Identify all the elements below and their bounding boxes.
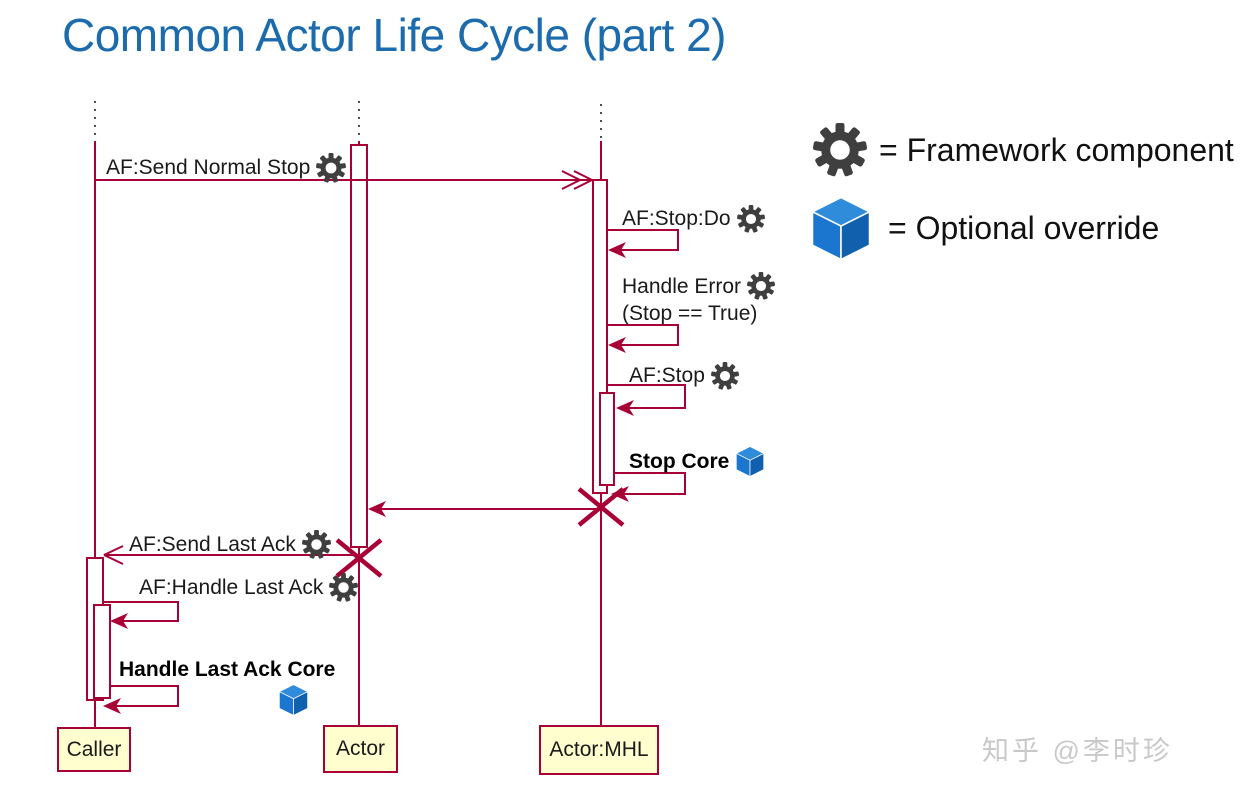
message-handle-last-ack-core-label: Handle Last Ack Core: [119, 658, 336, 681]
arrow-handle-error: [607, 324, 679, 346]
gear-icon: [329, 573, 358, 602]
message-stop-core-label: Stop Core: [629, 449, 730, 473]
participant-actor: Actor: [323, 725, 398, 773]
page-title: Common Actor Life Cycle (part 2): [62, 9, 727, 61]
legend-framework-component: = Framework component: [813, 123, 1234, 177]
activation-caller-nested: [93, 604, 111, 699]
arrow-stop-core: [614, 472, 686, 495]
gear-icon: [737, 205, 765, 233]
message-stop-do-label: AF:Stop:Do: [622, 207, 731, 230]
arrow-handle-last-ack: [103, 601, 179, 622]
message-stop-do: AF:Stop:Do: [622, 205, 765, 233]
message-handle-last-ack-core: Handle Last Ack Core: [119, 657, 335, 683]
message-af-stop-label: AF:Stop: [629, 364, 705, 387]
message-handle-last-ack: AF:Handle Last Ack: [139, 573, 358, 602]
legend-override-text: = Optional override: [888, 210, 1160, 246]
arrow-send-normal-stop: [95, 170, 593, 190]
message-af-stop: AF:Stop: [629, 362, 739, 390]
sequence-diagram-canvas: [86, 101, 686, 727]
gear-icon: [302, 530, 331, 559]
gear-icon: [711, 362, 739, 390]
cube-icon: [735, 446, 765, 477]
activation-actor: [350, 144, 368, 548]
message-send-last-ack-label: AF:Send Last Ack: [129, 532, 296, 556]
destroy-actor-mhl-x: [577, 487, 625, 527]
message-handle-error: Handle Error (Stop == True): [622, 272, 775, 327]
participant-actor-mhl-label: Actor:MHL: [549, 738, 649, 761]
gear-icon: [316, 153, 346, 183]
message-handle-last-ack-label: AF:Handle Last Ack: [139, 575, 324, 599]
arrow-af-stop: [607, 384, 686, 409]
gear-icon: [813, 123, 867, 177]
participant-actor-mhl: Actor:MHL: [539, 725, 659, 775]
participant-caller-label: Caller: [66, 737, 122, 761]
legend-optional-override: = Optional override: [810, 196, 1159, 261]
message-send-normal-stop-label: AF:Send Normal Stop: [106, 156, 311, 179]
legend-framework-text: = Framework component: [879, 131, 1234, 168]
message-send-last-ack: AF:Send Last Ack: [129, 530, 331, 559]
arrow-stop-do: [607, 229, 679, 251]
message-send-normal-stop: AF:Send Normal Stop: [106, 153, 346, 183]
arrow-handle-last-ack-core: [107, 685, 179, 707]
message-stop-core: Stop Core: [629, 446, 765, 477]
participant-actor-label: Actor: [335, 737, 385, 760]
watermark: 知乎 @李时珍: [982, 736, 1173, 766]
cube-icon: [278, 684, 309, 716]
message-handle-error-condition: (Stop == True): [622, 302, 758, 325]
participant-caller: Caller: [57, 727, 131, 772]
destroy-actor-x: [335, 538, 383, 578]
gear-icon: [747, 272, 775, 300]
cube-icon: [810, 196, 872, 261]
activation-actor-mhl-nested: [599, 392, 615, 486]
message-handle-error-label: Handle Error: [622, 274, 742, 298]
